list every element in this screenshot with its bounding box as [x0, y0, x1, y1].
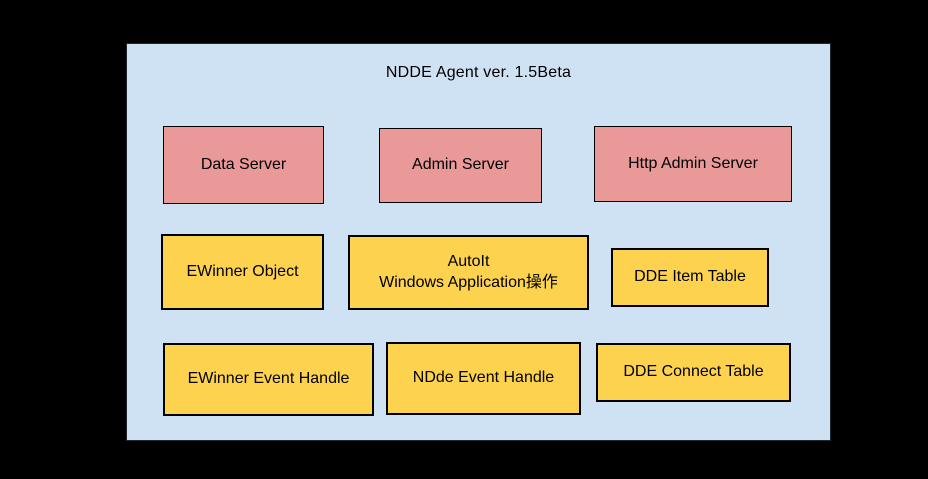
- box-label: Http Admin Server: [628, 154, 758, 172]
- box-autoit-windows-application: AutoIt Windows Application操作: [348, 235, 589, 310]
- box-admin-server: Admin Server: [379, 128, 542, 203]
- box-dde-connect-table: DDE Connect Table: [596, 343, 791, 402]
- ndde-agent-container: NDDE Agent ver. 1.5Beta Data Server Admi…: [126, 43, 831, 441]
- box-label: EWinner Object: [186, 262, 299, 280]
- diagram-title: NDDE Agent ver. 1.5Beta: [385, 64, 572, 81]
- box-ewinner-object: EWinner Object: [161, 234, 324, 310]
- box-label: Data Server: [200, 155, 287, 173]
- box-label-line1: AutoIt: [447, 252, 490, 270]
- box-dde-item-table: DDE Item Table: [611, 248, 769, 307]
- box-label-line2: Windows Application操作: [379, 273, 558, 291]
- box-label: DDE Item Table: [634, 268, 746, 286]
- box-label: NDde Event Handle: [412, 369, 555, 387]
- box-label: Admin Server: [412, 156, 509, 174]
- box-label: DDE Connect Table: [623, 363, 764, 381]
- box-ewinner-event-handle: EWinner Event Handle: [163, 343, 374, 416]
- box-ndde-event-handle: NDde Event Handle: [386, 342, 581, 415]
- box-http-admin-server: Http Admin Server: [594, 126, 792, 202]
- box-data-server: Data Server: [163, 126, 324, 204]
- box-label: EWinner Event Handle: [187, 370, 350, 388]
